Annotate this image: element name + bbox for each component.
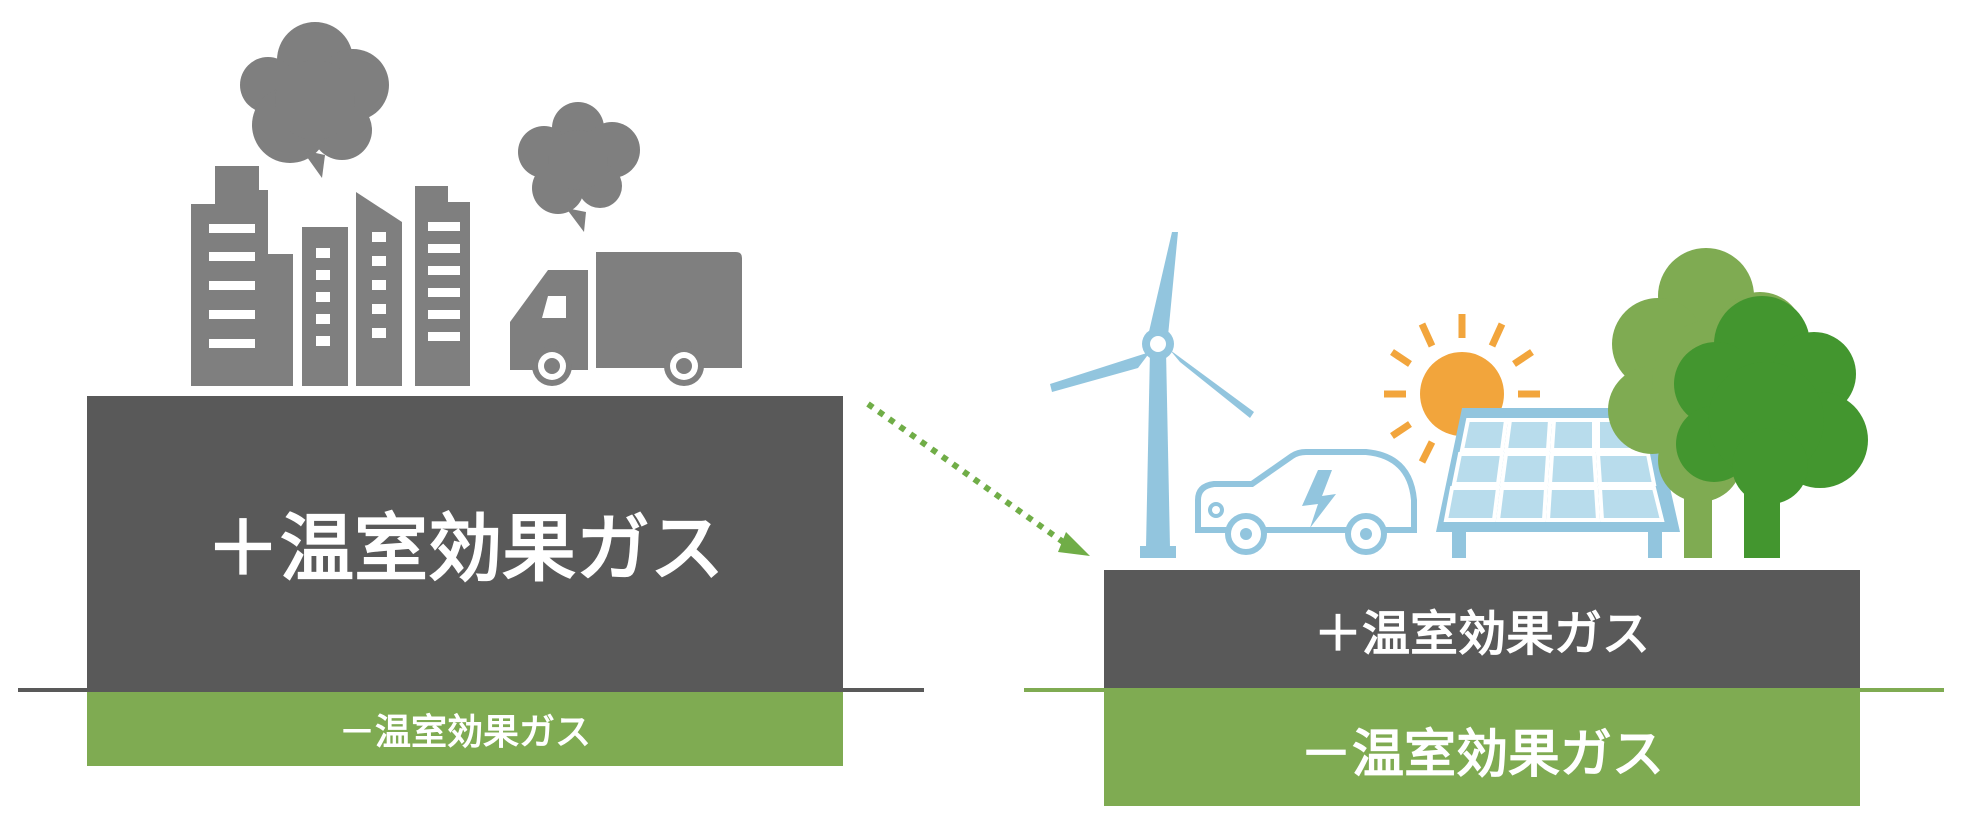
baseline-before bbox=[18, 688, 924, 692]
after-emission-label: ＋温室効果ガス bbox=[1313, 606, 1650, 662]
after-emission-box: ＋温室効果ガス bbox=[1104, 570, 1860, 688]
smoke-cloud-icon bbox=[518, 102, 640, 232]
transition-arrow-icon bbox=[866, 401, 1090, 556]
office-buildings-icon bbox=[191, 166, 470, 386]
truck-icon bbox=[510, 252, 742, 386]
before-absorption-box: －温室効果ガス bbox=[87, 692, 843, 766]
after-absorption-box: －温室効果ガス bbox=[1104, 692, 1860, 806]
before-emission-label: ＋温室効果ガス bbox=[206, 505, 724, 592]
wind-turbine-icon bbox=[1050, 232, 1254, 558]
before-absorption-label: －温室効果ガス bbox=[338, 712, 591, 753]
smoke-cloud-icon bbox=[240, 22, 389, 178]
after-absorption-label: －温室効果ガス bbox=[1299, 724, 1664, 785]
baseline-after bbox=[1024, 688, 1944, 692]
electric-car-icon bbox=[1195, 449, 1417, 555]
trees-icon bbox=[1608, 248, 1868, 558]
before-emission-box: ＋温室効果ガス bbox=[87, 396, 843, 688]
